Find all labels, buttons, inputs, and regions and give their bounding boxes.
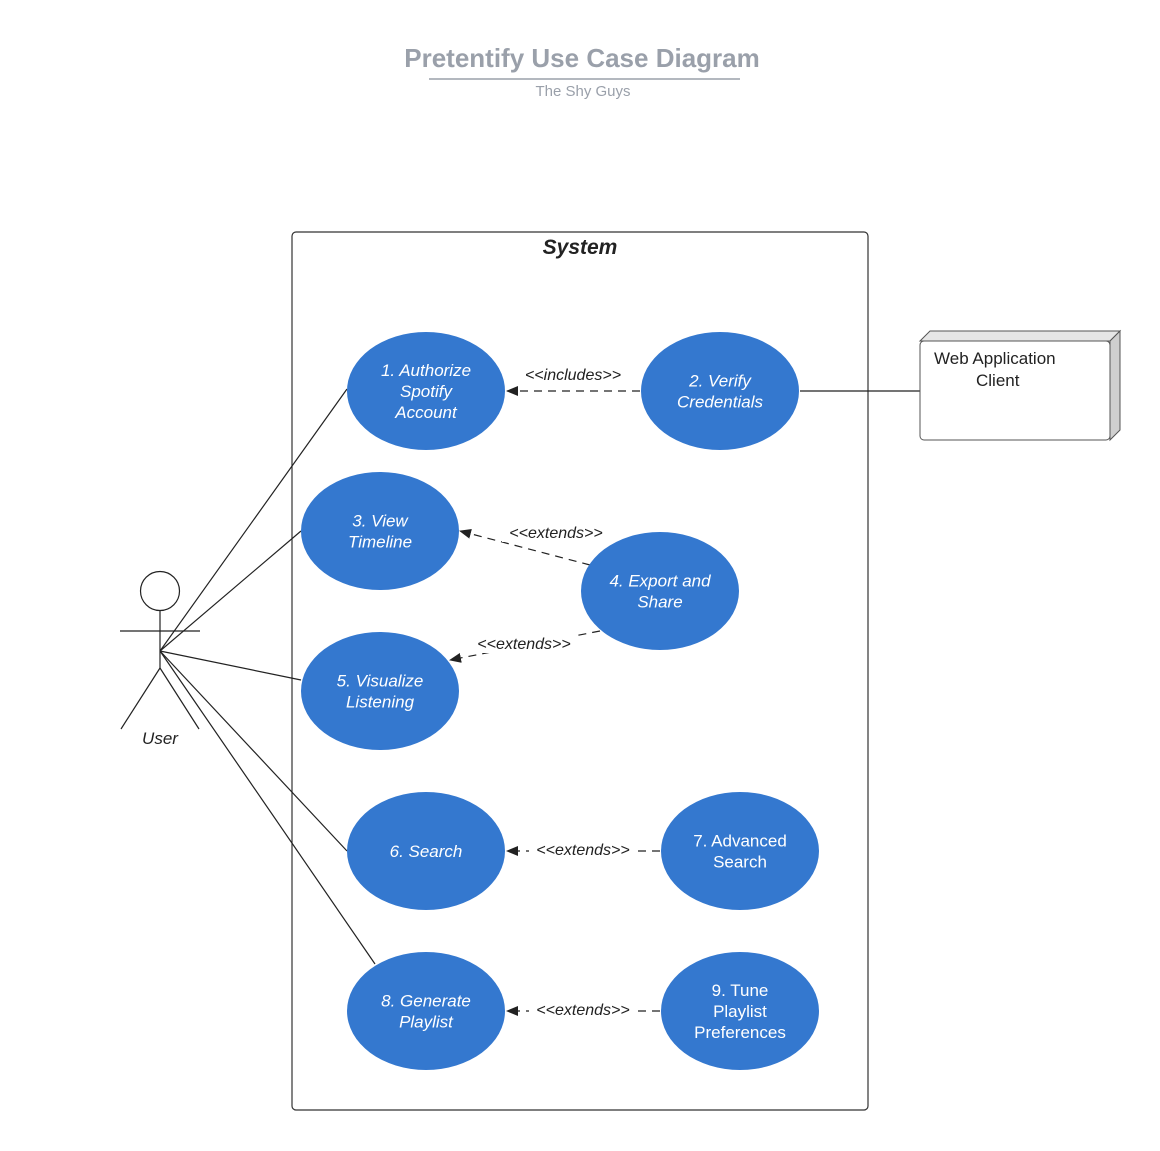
use-case-label-line: 7. Advanced (693, 832, 787, 851)
relationship-label-bg (470, 635, 578, 653)
use-case-ellipse (301, 472, 459, 590)
relationship-label-uc2-uc1: <<includes>> (525, 367, 621, 384)
use-case-label-line: 1. Authorize (381, 361, 471, 380)
use-case-label-line: 9. Tune (712, 981, 769, 1000)
relationship-label-bg (529, 1001, 637, 1019)
use-case-label-line: Playlist (713, 1002, 767, 1021)
relationship-label-uc4-uc5: <<extends>> (477, 636, 570, 653)
node-top-face (918, 330, 1122, 342)
use-case-label-line: 5. Visualize (337, 672, 424, 691)
use-case-ellipse (581, 532, 739, 650)
node-label-line-2: Client (976, 371, 1020, 390)
use-case-ellipse (661, 792, 819, 910)
use-case-label-line: Share (637, 593, 682, 612)
relationship-label-uc9-uc8: <<extends>> (536, 1002, 629, 1019)
use-case-ellipse (347, 792, 505, 910)
node-front-face (919, 340, 1111, 441)
use-case-label-line: Preferences (694, 1023, 786, 1042)
use-case-label-line: 3. View (352, 512, 409, 531)
system-label: System (543, 236, 618, 259)
diagram-title: Pretentify Use Case Diagram (404, 43, 759, 73)
node-side-face (1109, 329, 1121, 442)
use-case-label-line: Account (394, 403, 458, 422)
association-actor-uc5 (159, 650, 302, 681)
actor-label: User (142, 729, 179, 748)
use-case-uc6[interactable]: 6. Search (347, 792, 505, 910)
diagram-subtitle: The Shy Guys (535, 83, 630, 100)
association-actor-uc6 (159, 650, 348, 852)
relationship-label-bg (519, 366, 627, 384)
relationship-label-bg (529, 841, 637, 859)
use-case-label-line: 8. Generate (381, 992, 471, 1011)
actor-left-leg (120, 667, 161, 730)
node-label-line-1: Web Application (934, 349, 1056, 368)
use-case-label-line: Timeline (348, 533, 412, 552)
use-case-ellipse (661, 952, 819, 1070)
use-case-ellipse (347, 952, 505, 1070)
use-case-label-line: Spotify (400, 382, 453, 401)
use-case-ellipse (641, 332, 799, 450)
relationship-label-bg (502, 524, 610, 542)
association-actor-uc3 (159, 530, 302, 652)
actor-head (139, 570, 181, 612)
node-web-application-client[interactable]: Web Application Client (918, 329, 1122, 442)
use-case-label-line: 2. Verify (688, 372, 752, 391)
relationship-label-uc4-uc3: <<extends>> (509, 525, 602, 542)
association-actor-uc1 (159, 388, 348, 652)
association-actor-uc8 (159, 650, 376, 965)
use-case-label-line: Credentials (677, 393, 763, 412)
use-case-ellipse (347, 332, 505, 450)
use-case-label-line: Listening (346, 693, 415, 712)
use-case-label-line: 4. Export and (609, 572, 711, 591)
use-case-label-line: 6. Search (390, 842, 463, 861)
use-case-label-line: Playlist (399, 1013, 454, 1032)
actor-user[interactable]: User (120, 570, 200, 749)
relationship-label-uc7-uc6: <<extends>> (536, 842, 629, 859)
relationship-lines: <<includes>> <<extends>> <<extends>> <<exte… (449, 366, 660, 1019)
use-case-ellipse (301, 632, 459, 750)
use-case-label-line: Search (713, 853, 767, 872)
actor-right-leg (159, 667, 200, 730)
